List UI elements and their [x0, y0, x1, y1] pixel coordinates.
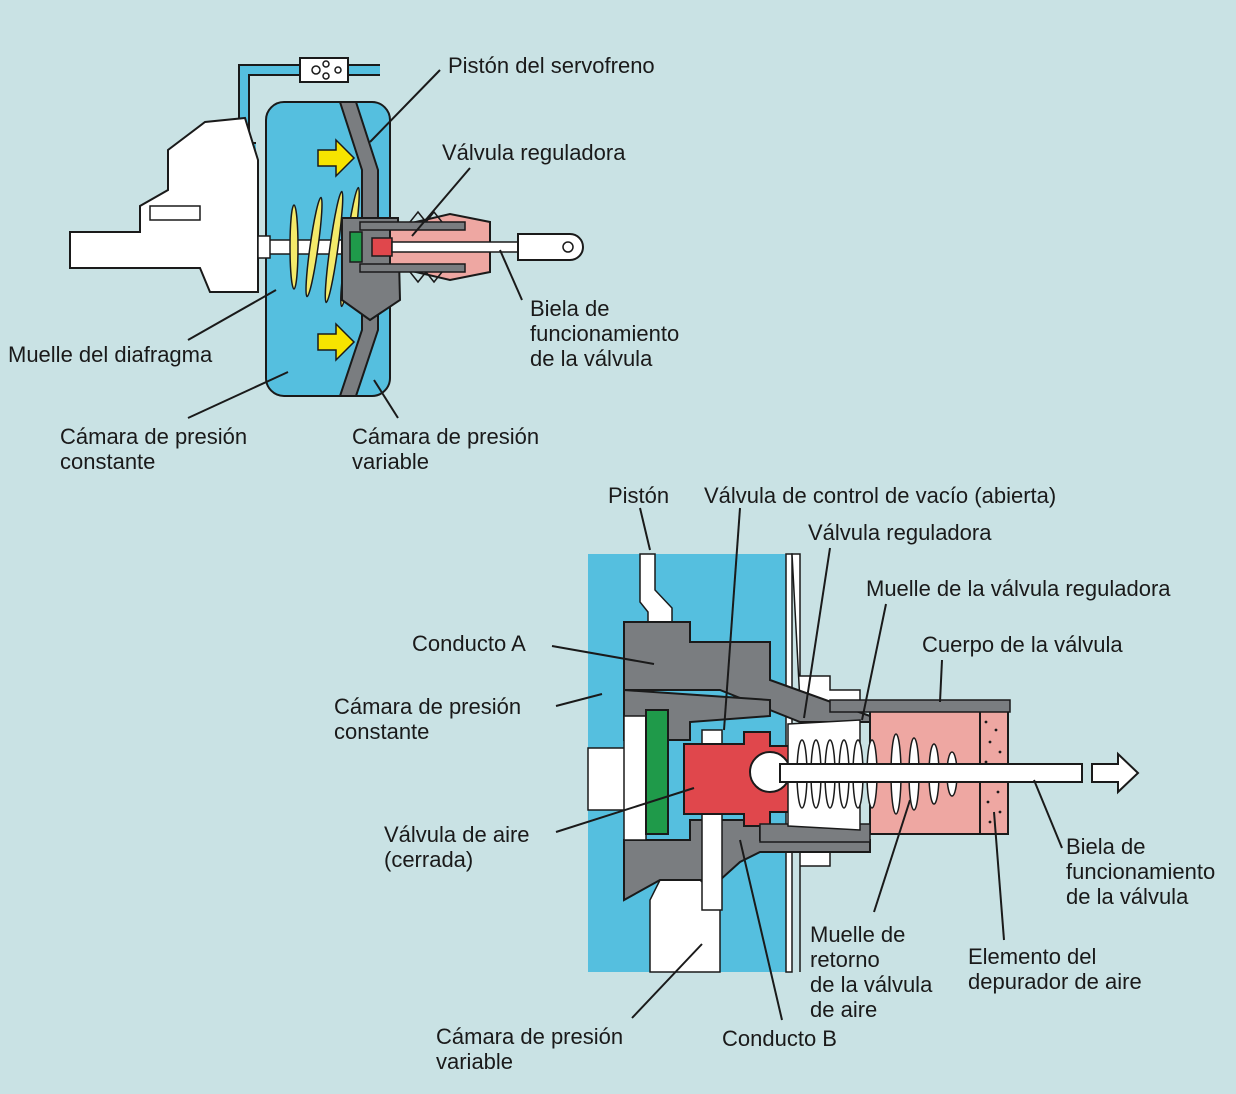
reaction-disc — [645, 709, 669, 835]
label-top-rod: Biela de funcionamiento de la válvula — [530, 296, 680, 371]
label-top-reg-valve: Válvula reguladora — [442, 140, 626, 165]
label-return-spring: Muelle de retorno de la válvula de aire — [810, 922, 933, 1022]
label-valve-body: Cuerpo de la válvula — [922, 632, 1123, 657]
label-piston: Pistón — [608, 483, 670, 508]
check-valve — [299, 57, 349, 83]
label-air-filter: Elemento del depurador de aire — [968, 944, 1142, 994]
top-booster-illustration — [69, 57, 584, 419]
operating-rod — [779, 763, 1083, 783]
label-top-var-chamber: Cámara de presión variable — [352, 424, 540, 474]
label-bot-reg-valve: Válvula reguladora — [808, 520, 992, 545]
label-duct-a: Conducto A — [412, 631, 526, 656]
label-bot-const-chamber: Cámara de presión constante — [334, 694, 522, 744]
bottom-valve-illustration — [551, 507, 1140, 1021]
label-top-const-chamber: Cámara de presión constante — [60, 424, 248, 474]
master-cylinder — [69, 116, 259, 293]
label-bot-rod: Biela de funcionamiento de la válvula — [1066, 834, 1216, 909]
air-valve-red — [371, 237, 393, 257]
label-diaphragm-spring: Muelle del diafragma — [8, 342, 213, 367]
direction-arrow — [1091, 751, 1140, 795]
arrow-upper — [317, 138, 356, 178]
label-air-valve: Válvula de aire (cerrada) — [384, 822, 530, 872]
operating-rod — [391, 241, 523, 253]
label-vacuum-valve: Válvula de control de vacío (abierta) — [704, 483, 1057, 508]
label-reg-spring: Muelle de la válvula reguladora — [866, 576, 1171, 601]
label-servo-piston: Pistón del servofreno — [448, 53, 655, 78]
label-duct-b: Conducto B — [722, 1026, 837, 1051]
label-bot-var-chamber: Cámara de presión variable — [436, 1024, 624, 1074]
green-seal — [349, 231, 363, 263]
rod-clevis — [517, 233, 584, 261]
arrow-lower — [317, 322, 356, 362]
